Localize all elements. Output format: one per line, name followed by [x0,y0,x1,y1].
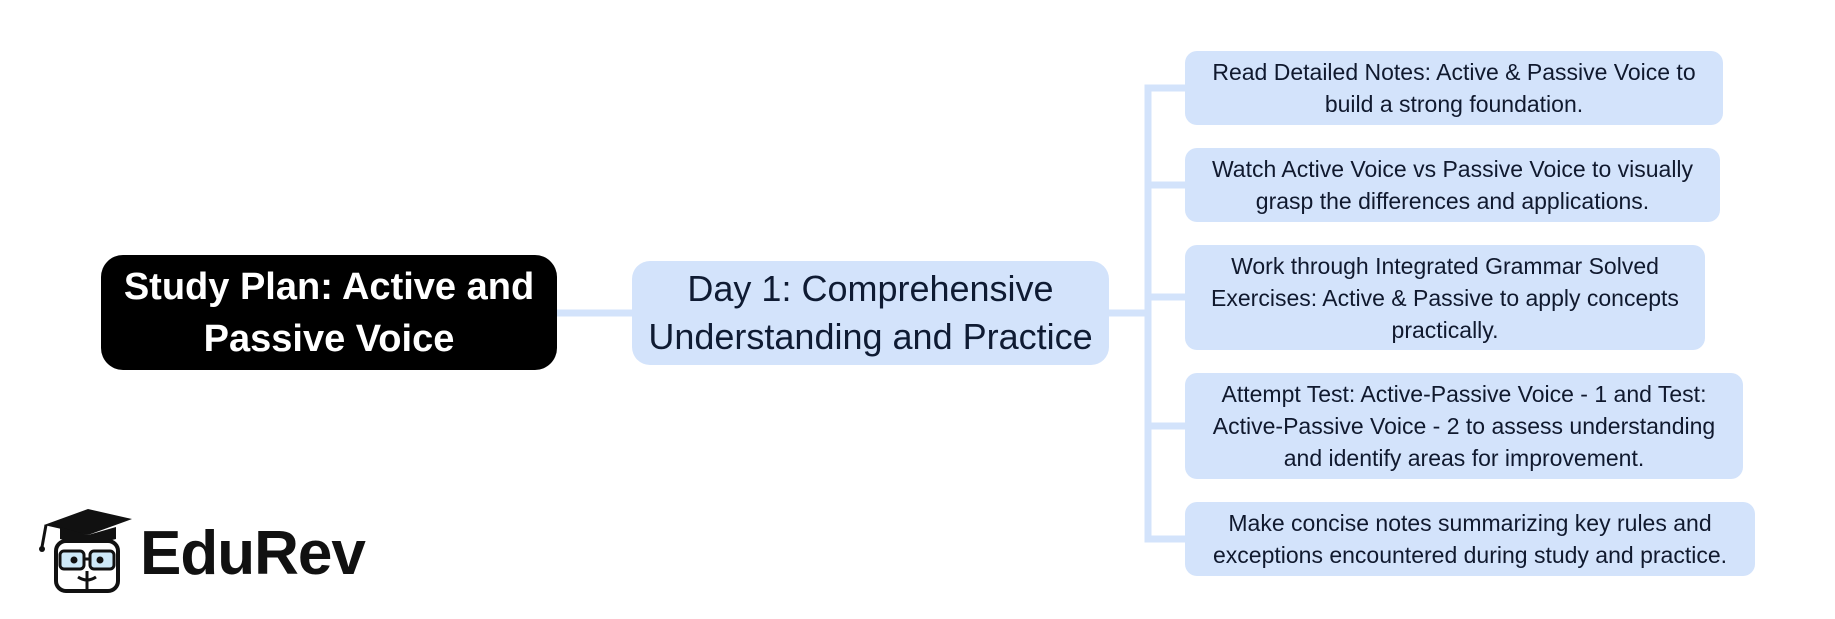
task-node-label: Work through Integrated Grammar Solved E… [1211,252,1679,343]
root-node-label: Study Plan: Active and Passive Voice [123,265,535,360]
task-node-label: Read Detailed Notes: Active & Passive Vo… [1212,59,1696,117]
task-node-5: Make concise notes summarizing key rules… [1185,502,1755,576]
day-node: Day 1: Comprehensive Understanding and P… [632,261,1109,365]
task-node-4: Attempt Test: Active-Passive Voice - 1 a… [1185,373,1743,479]
task-node-2: Watch Active Voice vs Passive Voice to v… [1185,148,1720,222]
day-node-label: Day 1: Comprehensive Understanding and P… [648,268,1093,357]
task-node-1: Read Detailed Notes: Active & Passive Vo… [1185,51,1723,125]
task-node-label: Make concise notes summarizing key rules… [1213,510,1727,568]
task-node-3: Work through Integrated Grammar Solved E… [1185,245,1705,350]
logo-wordmark: EduRev [140,519,366,588]
graduation-cap-mascot-icon [39,509,132,593]
task-node-label: Watch Active Voice vs Passive Voice to v… [1211,156,1694,214]
edurev-logo: EduRev [36,505,366,595]
root-node-title: Study Plan: Active and Passive Voice [101,255,557,370]
task-node-label: Attempt Test: Active-Passive Voice - 1 a… [1212,381,1716,471]
